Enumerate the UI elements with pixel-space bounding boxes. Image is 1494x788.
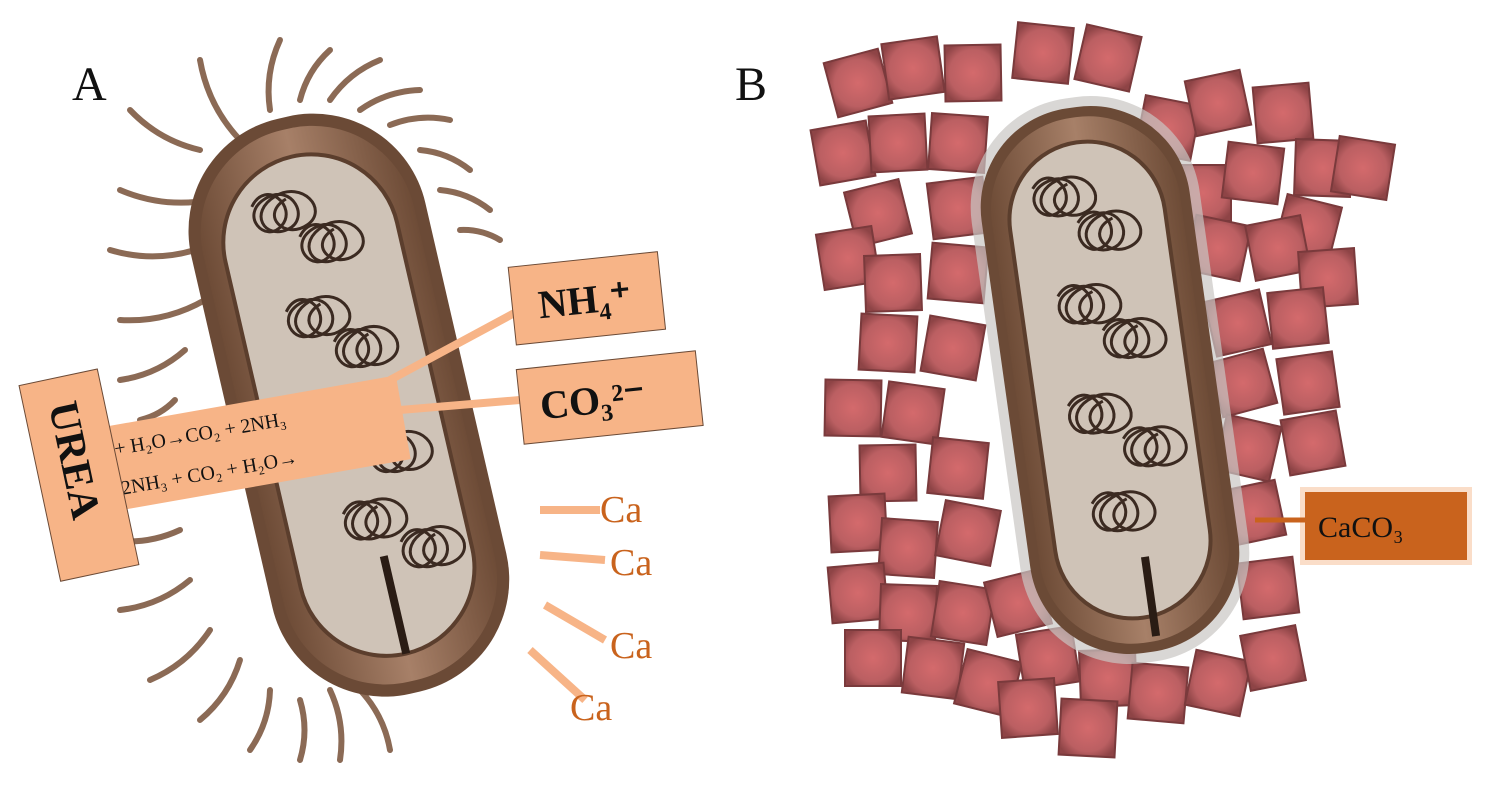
flagellum (357, 687, 393, 753)
flagellum (107, 247, 198, 260)
calcite-crystal (1057, 697, 1119, 759)
flagellum (117, 577, 193, 613)
calcite-crystal (929, 579, 997, 647)
calcite-crystal (857, 312, 919, 374)
calcite-label: CaCO₃ (1318, 511, 1403, 544)
calcite-crystal (1266, 286, 1330, 350)
calcite-crystal (919, 314, 987, 382)
calcite-crystal (1279, 409, 1347, 477)
calcite-crystal (877, 517, 939, 579)
urea-box: UREA (18, 368, 140, 582)
calcite-crystal (844, 629, 902, 687)
flagellum (147, 627, 213, 683)
flagellum (437, 187, 493, 213)
calcite-crystal (927, 112, 989, 174)
calcium-label: Ca (570, 687, 612, 729)
calcite-crystal (823, 378, 883, 438)
calcite-crystal (1243, 213, 1313, 283)
calcite-crystal (997, 677, 1059, 739)
calcite-crystal (900, 635, 966, 701)
flagellum (265, 37, 283, 113)
calcium-label: Ca (610, 625, 652, 667)
calcite-crystal (1073, 23, 1143, 93)
calcite-crystal (880, 380, 946, 446)
flagellum (137, 397, 178, 423)
flagellum (247, 687, 273, 753)
calcite-box: CaCO₃ (1255, 487, 1472, 565)
calcite-crystal (1329, 134, 1397, 202)
calcite-crystal (809, 119, 877, 187)
ammonium-label: NH₄⁺ (536, 273, 633, 327)
calcite-crystal (1183, 648, 1253, 718)
flagellum (357, 87, 423, 113)
calcite-crystal (943, 43, 1003, 103)
calcite-crystal (926, 436, 990, 500)
panel-b-letter: B (735, 58, 767, 111)
flagellum (117, 347, 188, 383)
calcite-crystal (867, 112, 929, 174)
panel-a-letter: A (72, 58, 107, 111)
flagellum (117, 297, 208, 324)
calcite-crystal (1238, 623, 1308, 693)
ammonium-box: NH₄⁺ (507, 251, 667, 346)
flagellum (297, 697, 308, 763)
connector-lines (388, 306, 608, 703)
calcite-crystal (880, 35, 946, 101)
calcite-crystal (1220, 140, 1286, 206)
flagellum (327, 687, 345, 763)
calcite-crystal (1275, 350, 1341, 416)
calcite-crystal (1126, 661, 1190, 725)
calcium-label: Ca (600, 489, 642, 531)
flagellum (417, 147, 473, 173)
flagellum (127, 107, 203, 153)
carbonate-box: CO₃²⁻ (515, 350, 704, 445)
flagella (107, 37, 503, 763)
panel-b: B CaCO₃ (735, 21, 1472, 759)
calcite-crystal (863, 253, 923, 313)
flagellum (197, 57, 243, 143)
flagellum (197, 657, 243, 723)
calcite-crystal (1011, 21, 1075, 85)
carbonate-label: CO₃²⁻ (538, 372, 647, 428)
calcite-crystal (827, 492, 889, 554)
calcite-crystal (1251, 81, 1315, 145)
calcite-crystal (858, 443, 918, 503)
panel-a: A (18, 37, 704, 763)
flagellum (387, 114, 453, 128)
flagellum (457, 226, 503, 243)
calcite-crystals (809, 21, 1397, 759)
bacterium-b (970, 96, 1250, 664)
flagellum (297, 47, 333, 103)
calcite-crystal (1183, 68, 1253, 138)
calcite-crystal (822, 47, 894, 119)
flagellum (327, 57, 383, 103)
calcite-crystal (933, 498, 1003, 568)
calcium-label: Ca (610, 542, 652, 584)
